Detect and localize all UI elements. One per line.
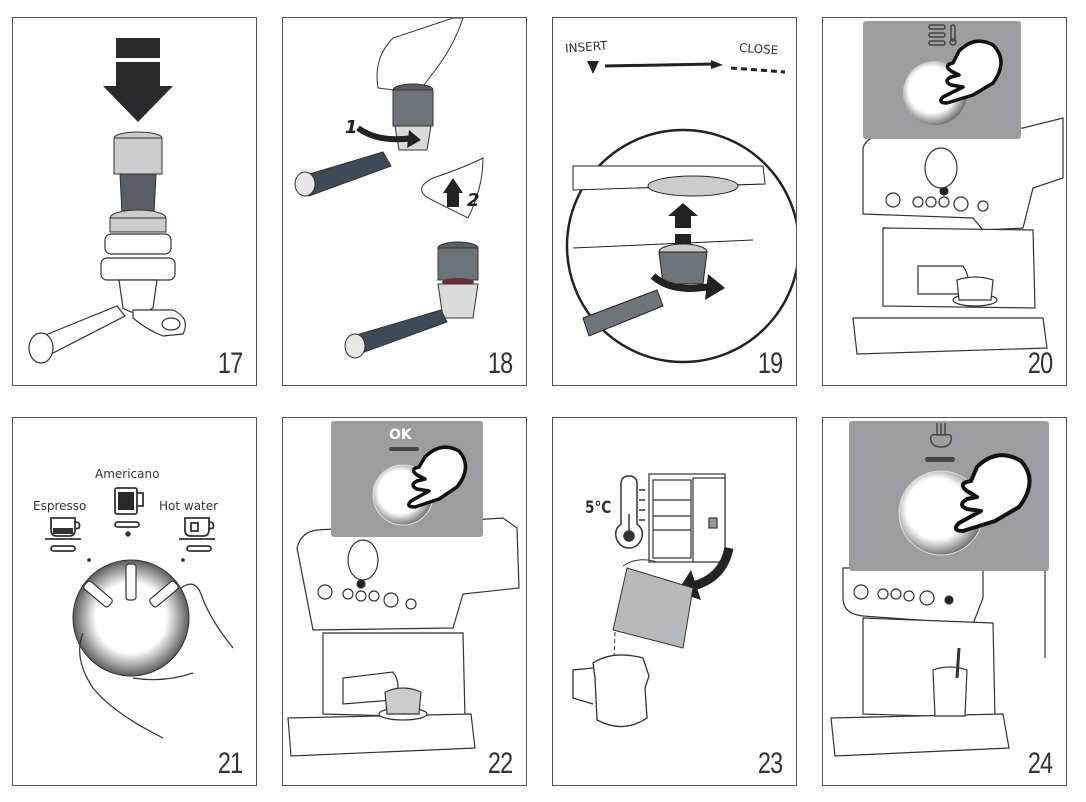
step-number: 20 [1027, 347, 1053, 380]
americano-mug-icon [114, 487, 144, 537]
step-number: 19 [757, 347, 783, 380]
rotate-arrow-icon [356, 125, 421, 148]
milk-carton-icon [612, 559, 694, 649]
step-number: 23 [757, 747, 783, 780]
up-arrow-icon [668, 203, 698, 246]
steam-icon [929, 423, 953, 448]
steam-indicator [925, 457, 955, 462]
callout-panel [849, 421, 1049, 571]
step-20-panel: 20 [822, 17, 1067, 386]
ok-indicator [389, 447, 419, 451]
fridge-icon [648, 473, 726, 563]
insert-triangle-icon [587, 61, 599, 74]
up-arrow-icon [443, 178, 463, 207]
press-button-hand-icon [953, 453, 1032, 533]
hot-water-label: Hot water [159, 499, 219, 513]
espresso-cup-icon [45, 517, 81, 552]
step-23-panel: 5°C 23 [552, 417, 797, 786]
milk-jug-icon [572, 654, 650, 728]
tamper-icon [109, 131, 167, 233]
step-18-panel: 1 2 18 [282, 17, 527, 386]
portafilter-icon [294, 151, 392, 197]
step-19-panel: INSERT CLOSE 19 [552, 17, 797, 386]
espresso-label: Espresso [33, 499, 87, 513]
portafilter-bottom [344, 241, 479, 359]
hot-water-cup-icon [179, 517, 215, 552]
americano-label: Americano [95, 467, 160, 481]
temperature-icon [928, 24, 957, 46]
tamp-down-arrow-icon [103, 38, 173, 122]
portafilter-icon [28, 233, 186, 364]
thermometer-icon [614, 475, 645, 549]
press-button-hand-icon [407, 445, 468, 509]
hand-icon [79, 583, 234, 739]
selector-knob-icon [72, 559, 190, 677]
step-number: 22 [487, 747, 513, 780]
step-24-panel: 24 [822, 417, 1067, 786]
callout-panel: OK [331, 421, 483, 537]
espresso-machine-icon [852, 117, 1064, 355]
step-21-panel: Americano Espresso Hot water [12, 417, 257, 786]
step-number: 18 [487, 347, 513, 380]
ok-label: OK [389, 427, 412, 443]
callout-panel [863, 21, 1021, 139]
step-label-1: 1 [345, 117, 358, 138]
rotate-arrow-icon [650, 273, 725, 300]
step-17-panel: 17 [12, 17, 257, 386]
temperature-label: 5°C [585, 498, 612, 518]
step-number: 24 [1027, 747, 1053, 780]
espresso-machine-icon [830, 558, 1046, 757]
portafilter-top [392, 83, 434, 151]
step-number: 17 [217, 347, 243, 380]
close-dashes [730, 66, 786, 74]
step-number: 21 [217, 747, 243, 780]
step-22-panel: OK 22 [282, 417, 527, 786]
arrow-right-icon [604, 62, 716, 68]
step-label-2: 2 [467, 190, 480, 211]
press-button-hand-icon [939, 39, 1003, 105]
espresso-machine-icon [287, 517, 520, 757]
